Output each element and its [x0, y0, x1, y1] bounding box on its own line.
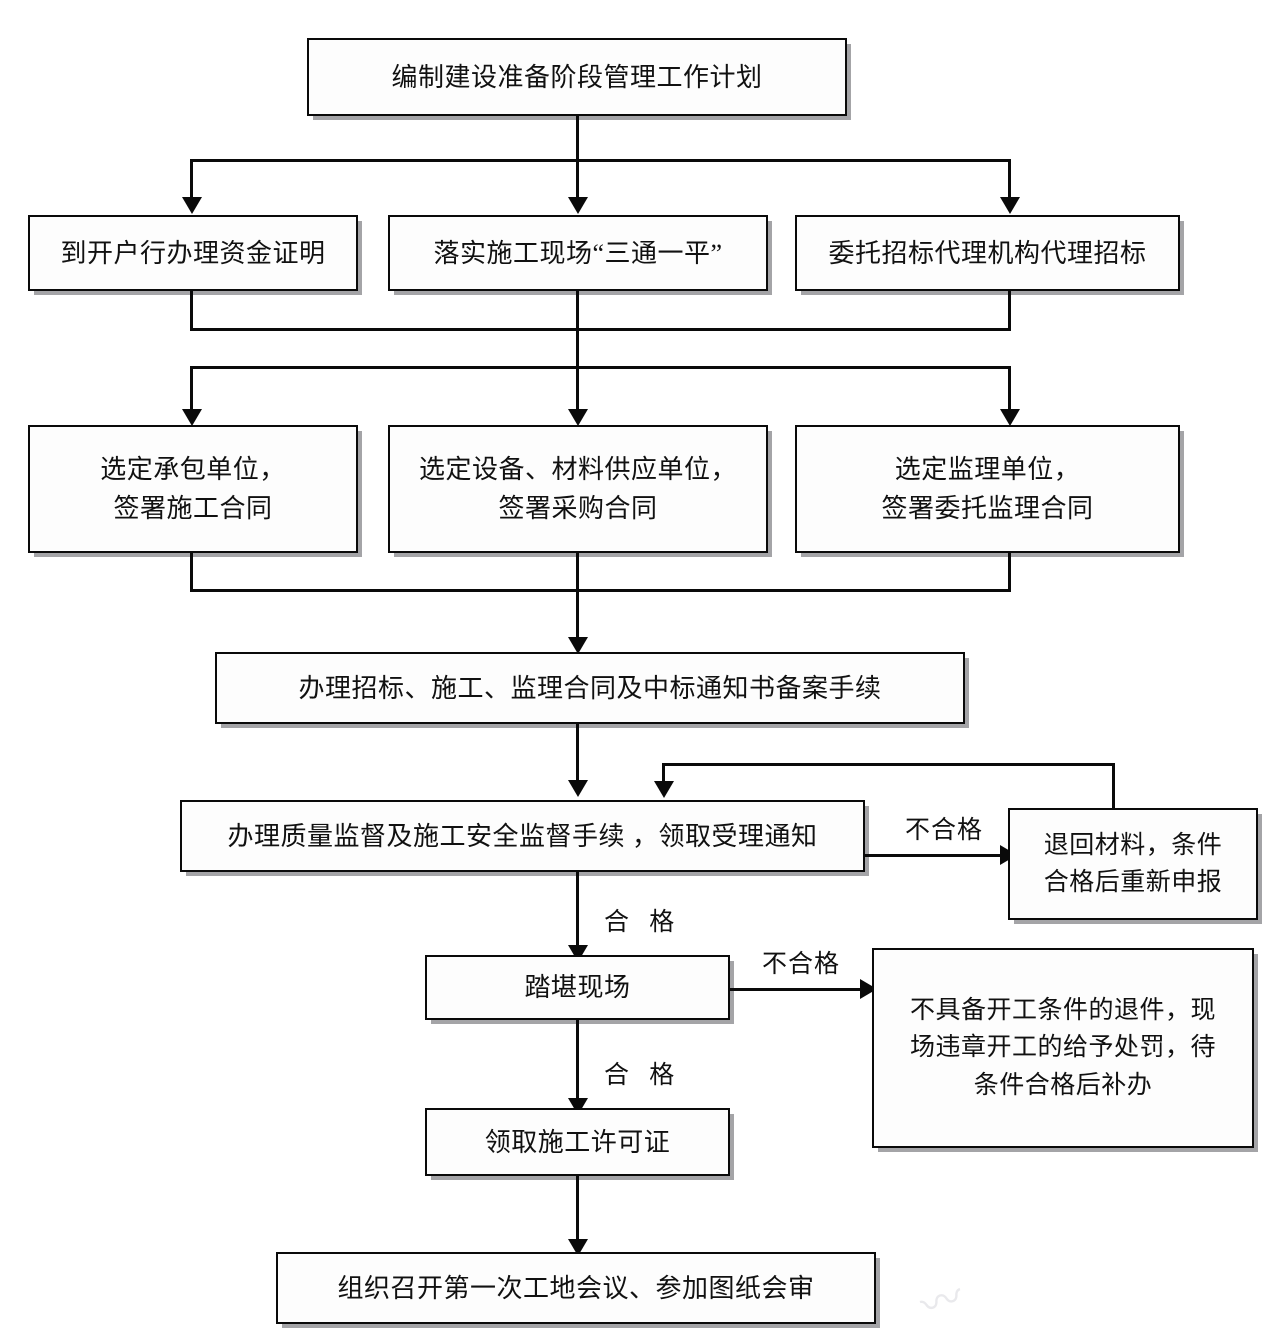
node-plan-line1: 编制建设准备阶段管理工作计划 — [391, 62, 763, 92]
edge-label-qualified-to-permit: 合 格 — [604, 1062, 682, 1089]
connector-bus-row2-left-drop — [190, 366, 193, 411]
arrow-to-site — [568, 197, 588, 214]
connector-site-down — [576, 291, 579, 331]
watermark: 〰 — [915, 1274, 970, 1332]
node-meeting-line1: 组织召开第一次工地会议、参加图纸会审 — [337, 1273, 815, 1303]
node-filing[interactable]: 办理招标、施工、监理合同及中标通知书备案手续 — [215, 652, 965, 724]
connector-reject-feedback-left — [662, 763, 1115, 766]
node-supervisor[interactable]: 选定监理单位， 签署委托监理合同 — [795, 425, 1180, 553]
arrow-to-contractor — [182, 409, 202, 426]
connector-merge-row3 — [190, 589, 1011, 592]
node-penalty-line2: 场违章开工的给予处罚，待 — [909, 1034, 1216, 1062]
node-survey[interactable]: 踏堪现场 — [425, 955, 730, 1020]
node-permit[interactable]: 领取施工许可证 — [425, 1108, 730, 1176]
connector-bus-row1 — [190, 159, 1010, 162]
connector-merge-row2-center — [576, 328, 579, 368]
node-agency-line1: 委托招标代理机构代理招标 — [828, 238, 1147, 268]
node-supervisor-line1: 选定监理单位， — [894, 455, 1081, 484]
connector-filing-down — [576, 724, 579, 782]
edge-label-unqualified-survey: 不合格 — [762, 951, 841, 978]
connector-supervisor-down — [1008, 553, 1011, 592]
connector-reject-feedback-down — [662, 763, 665, 783]
arrow-to-meeting — [568, 1239, 588, 1256]
connector-merge-row2 — [190, 328, 1011, 331]
edge-label-unqualified-quality: 不合格 — [905, 817, 984, 844]
node-reject-material-line2: 合格后重新申报 — [1043, 869, 1223, 896]
connector-bus-row2-right-drop — [1008, 366, 1011, 411]
connector-bus-row2-mid-drop — [576, 366, 579, 411]
node-filing-line1: 办理招标、施工、监理合同及中标通知书备案手续 — [298, 673, 882, 703]
arrow-feedback-to-quality — [654, 781, 674, 798]
node-fund[interactable]: 到开户行办理资金证明 — [28, 215, 358, 291]
node-reject-material[interactable]: 退回材料，条件 合格后重新申报 — [1008, 808, 1258, 920]
arrow-to-filing — [568, 637, 588, 654]
node-contractor-line1: 选定承包单位， — [100, 455, 286, 484]
node-quality-line1: 办理质量监督及施工安全监督手续 ，领取受理通知 — [227, 821, 818, 851]
node-quality[interactable]: 办理质量监督及施工安全监督手续 ，领取受理通知 — [180, 800, 865, 872]
connector-permit-down — [576, 1176, 579, 1241]
node-permit-line1: 领取施工许可证 — [484, 1127, 671, 1157]
connector-bus-row1-left-drop — [190, 159, 193, 199]
edge-label-qualified-to-survey: 合 格 — [604, 909, 682, 936]
connector-plan-down — [576, 116, 579, 161]
node-supervisor-line2: 签署委托监理合同 — [881, 494, 1094, 523]
node-supplier-line2: 签署采购合同 — [498, 494, 658, 523]
connector-survey-down — [576, 1020, 579, 1100]
node-supplier-line1: 选定设备、材料供应单位， — [418, 455, 737, 484]
arrow-to-fund — [182, 197, 202, 214]
node-contractor-line2: 签署施工合同 — [113, 494, 273, 523]
connector-quality-down — [576, 872, 579, 947]
arrow-to-supplier — [568, 409, 588, 426]
node-site[interactable]: 落实施工现场“三通一平” — [388, 215, 768, 291]
connector-merge-row3-center — [576, 589, 579, 639]
connector-bus-row1-mid-drop — [576, 159, 579, 199]
connector-reject-feedback-up — [1112, 763, 1115, 809]
node-meeting[interactable]: 组织召开第一次工地会议、参加图纸会审 — [276, 1252, 876, 1324]
arrow-to-quality — [568, 780, 588, 797]
connector-fund-down — [190, 291, 193, 331]
node-site-line1: 落实施工现场“三通一平” — [433, 238, 723, 268]
node-reject-material-line1: 退回材料，条件 — [1043, 831, 1223, 859]
node-plan[interactable]: 编制建设准备阶段管理工作计划 — [307, 38, 847, 116]
connector-quality-to-reject — [865, 854, 1005, 857]
node-survey-line1: 踏堪现场 — [524, 973, 631, 1002]
connector-survey-to-penalty — [730, 988, 870, 991]
connector-agency-down — [1008, 291, 1011, 331]
node-agency[interactable]: 委托招标代理机构代理招标 — [795, 215, 1180, 291]
connector-bus-row2 — [190, 366, 1011, 369]
connector-supplier-down — [576, 553, 579, 592]
arrow-to-supervisor — [1000, 409, 1020, 426]
node-penalty[interactable]: 不具备开工条件的退件，现 场违章开工的给予处罚，待 条件合格后补办 — [872, 948, 1254, 1148]
node-penalty-line1: 不具备开工条件的退件，现 — [909, 996, 1216, 1024]
node-supplier[interactable]: 选定设备、材料供应单位， 签署采购合同 — [388, 425, 768, 553]
node-penalty-line3: 条件合格后补办 — [973, 1071, 1153, 1099]
connector-contractor-down — [190, 553, 193, 592]
arrow-to-agency — [1000, 197, 1020, 214]
node-contractor[interactable]: 选定承包单位， 签署施工合同 — [28, 425, 358, 553]
node-fund-line1: 到开户行办理资金证明 — [60, 238, 326, 268]
connector-bus-row1-right-drop — [1008, 159, 1011, 199]
